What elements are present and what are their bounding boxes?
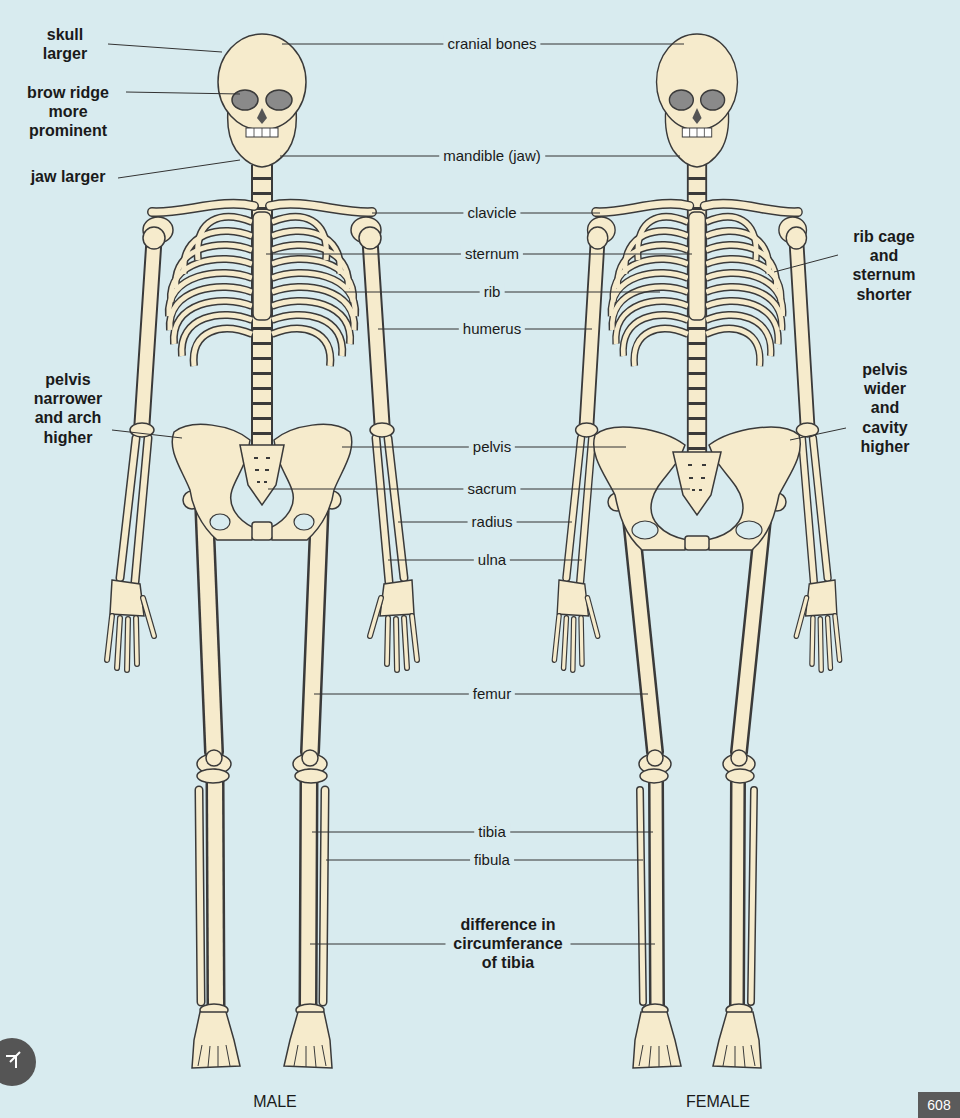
- skeleton-part: [707, 427, 800, 550]
- skeleton-part: [270, 424, 352, 540]
- skeleton-part: [713, 481, 786, 1068]
- skeleton-part: [688, 465, 706, 490]
- skeleton-part: [774, 255, 838, 272]
- watermark-badge: 608: [918, 1092, 960, 1118]
- callout-label: difference in circumferance of tibia: [446, 915, 571, 973]
- skeleton-part: [254, 458, 270, 482]
- skeleton-part: [108, 44, 222, 52]
- callout-label: rib cage and sternum shorter: [842, 227, 927, 304]
- skeleton-part: [6, 1052, 20, 1068]
- callout-label: pelvis narrower and arch higher: [28, 370, 108, 447]
- skeleton-part: [0, 1038, 36, 1086]
- callout-label: skull larger: [30, 25, 100, 63]
- skeleton-part: [284, 481, 341, 1068]
- callout-label: brow ridge more prominent: [16, 83, 121, 141]
- bone-label: tibia: [474, 823, 510, 841]
- bone-label: pelvis: [469, 438, 515, 456]
- bone-label: femur: [469, 685, 515, 703]
- skeleton-part: [240, 445, 284, 505]
- bone-label: humerus: [459, 320, 525, 338]
- skeleton-part: [112, 430, 182, 438]
- skeleton-part: [118, 160, 240, 178]
- corner-icon: [0, 1038, 36, 1086]
- bone-label: clavicle: [463, 204, 520, 222]
- bone-label: ulna: [474, 551, 510, 569]
- bone-label: radius: [468, 513, 517, 531]
- bone-label: cranial bones: [443, 35, 540, 53]
- skeleton-part: [183, 481, 240, 1068]
- figure-caption: FEMALE: [686, 1092, 750, 1111]
- skeleton-part: [790, 428, 846, 440]
- callout-label: jaw larger: [31, 167, 106, 186]
- bone-label: fibula: [470, 851, 514, 869]
- skeleton-part: [126, 92, 240, 94]
- bone-label: mandible (jaw): [439, 147, 545, 165]
- figure-caption: MALE: [253, 1092, 297, 1111]
- skeleton-part: [608, 481, 681, 1068]
- skeleton-part: [554, 34, 839, 670]
- bone-label: sacrum: [463, 480, 520, 498]
- bone-label: rib: [480, 283, 505, 301]
- skeleton-part: [685, 536, 709, 550]
- female-skeleton: [554, 34, 839, 1068]
- male-skeleton: [107, 34, 417, 1068]
- skeleton-part: [172, 424, 254, 540]
- skeleton-part: [107, 34, 417, 670]
- skeleton-part: [673, 452, 721, 515]
- skeleton-part: [252, 522, 272, 540]
- leader-lines: [108, 44, 846, 944]
- callout-label: pelvis wider and cavity higher: [851, 360, 919, 456]
- bone-label: sternum: [461, 245, 523, 263]
